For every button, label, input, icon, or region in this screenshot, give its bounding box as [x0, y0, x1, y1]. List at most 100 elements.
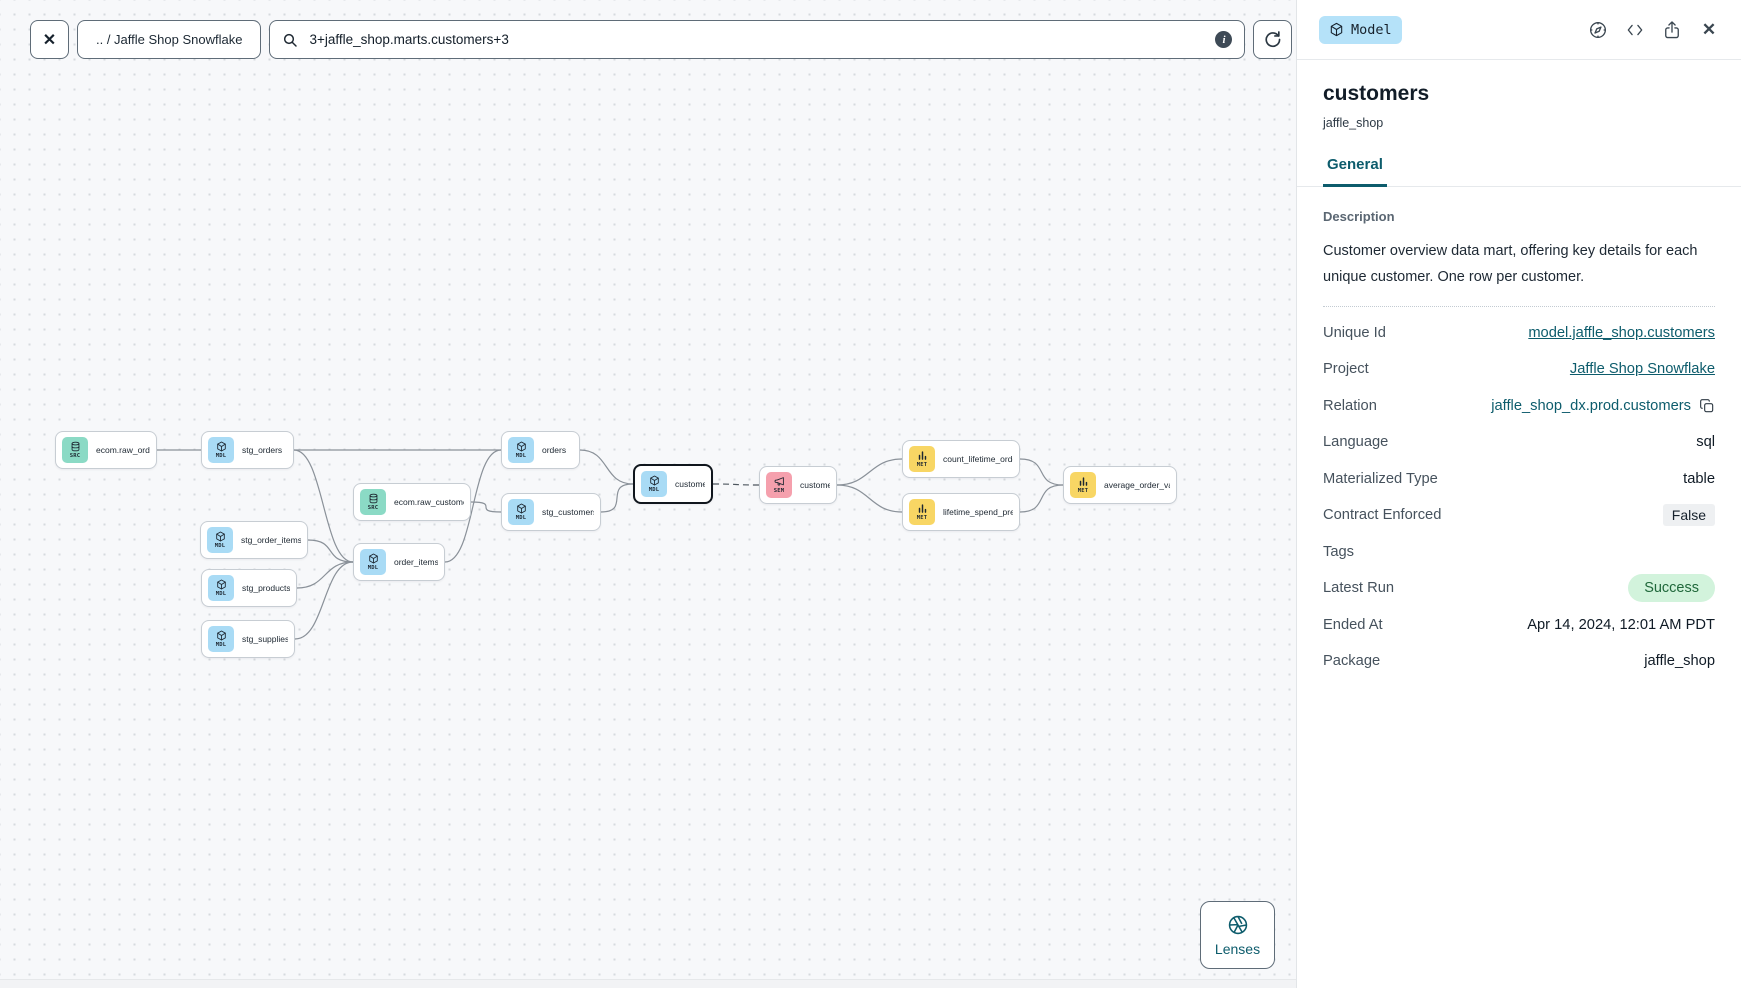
- lineage-node-customers[interactable]: MDL customers: [633, 464, 713, 504]
- field-value-contract-enforced: False: [1662, 504, 1715, 527]
- link-unique-id[interactable]: model.jaffle_shop.customers: [1528, 324, 1715, 341]
- cube-icon: MDL: [508, 499, 534, 525]
- lineage-node-stg_order_items[interactable]: MDL stg_order_items: [200, 521, 308, 559]
- node-label: stg_order_items: [241, 535, 301, 545]
- canvas-horizontal-scrollbar[interactable]: [0, 979, 1296, 988]
- value-ended-at: Apr 14, 2024, 12:01 AM PDT: [1527, 616, 1715, 633]
- field-row-tags: Tags: [1323, 534, 1715, 571]
- field-label-ended-at: Ended At: [1323, 616, 1383, 633]
- section-divider: [1323, 305, 1715, 307]
- value-package: jaffle_shop: [1644, 653, 1715, 670]
- lineage-node-ecom_raw_orders[interactable]: SRC ecom.raw_orders: [55, 431, 157, 469]
- breadcrumb[interactable]: .. / Jaffle Shop Snowflake: [77, 20, 262, 59]
- database-icon: SRC: [360, 489, 386, 515]
- field-row-project: Project Jaffle Shop Snowflake: [1323, 351, 1715, 388]
- field-row-contract-enforced: Contract Enforced False: [1323, 497, 1715, 534]
- lenses-button[interactable]: Lenses: [1200, 901, 1275, 969]
- lineage-node-stg_supplies[interactable]: MDL stg_supplies: [201, 620, 295, 658]
- node-label: order_items: [394, 557, 438, 567]
- explore-compass-icon[interactable]: [1588, 20, 1608, 40]
- node-label: lifetime_spend_pretax: [943, 507, 1013, 517]
- panel-tabs: General: [1297, 146, 1741, 187]
- cube-icon: MDL: [360, 549, 386, 575]
- field-label-tags: Tags: [1323, 543, 1355, 560]
- field-row-ended-at: Ended At Apr 14, 2024, 12:01 AM PDT: [1323, 607, 1715, 644]
- node-label: ecom.raw_customers: [394, 497, 464, 507]
- field-value-unique-id: model.jaffle_shop.customers: [1528, 325, 1715, 341]
- field-label-language: Language: [1323, 434, 1389, 451]
- node-package-subtitle: jaffle_shop: [1323, 116, 1384, 130]
- share-icon[interactable]: [1662, 20, 1682, 40]
- field-label-project: Project: [1323, 361, 1369, 378]
- cube-icon: MDL: [208, 575, 234, 601]
- node-title: customers: [1323, 82, 1430, 105]
- lineage-canvas[interactable]: SRCecom.raw_ordersMDLstg_ordersSRCecom.r…: [0, 0, 1296, 988]
- status-badge-contract-enforced: False: [1662, 504, 1715, 527]
- link-project[interactable]: Jaffle Shop Snowflake: [1569, 361, 1715, 378]
- megaphone-icon: SEM: [766, 472, 792, 498]
- copy-icon[interactable]: [1699, 398, 1715, 414]
- field-row-unique-id: Unique Id model.jaffle_shop.customers: [1323, 315, 1715, 352]
- lineage-node-stg_customers[interactable]: MDL stg_customers: [501, 493, 601, 531]
- field-value-package: jaffle_shop: [1644, 653, 1715, 669]
- cube-icon: MDL: [641, 471, 667, 497]
- field-label-latest-run: Latest Run: [1323, 580, 1395, 597]
- field-value-materialized-type: table: [1683, 471, 1715, 487]
- bar-chart-icon: MET: [909, 499, 935, 525]
- close-panel-icon[interactable]: ✕: [1701, 19, 1717, 39]
- node-label: count_lifetime_orders: [943, 454, 1013, 464]
- field-value-ended-at: Apr 14, 2024, 12:01 AM PDT: [1527, 617, 1715, 633]
- description-text: Customer overview data mart, offering ke…: [1323, 243, 1698, 285]
- lenses-label: Lenses: [1214, 940, 1261, 957]
- resource-type-label: Model: [1351, 21, 1392, 38]
- lineage-node-ecom_raw_customers[interactable]: SRC ecom.raw_customers: [353, 483, 471, 521]
- value-materialized-type: table: [1683, 470, 1715, 487]
- value-language: sql: [1696, 434, 1715, 451]
- panel-header-actions: ✕: [1588, 20, 1719, 40]
- panel-title-block: customers jaffle_shop: [1297, 60, 1741, 130]
- field-label-unique-id: Unique Id: [1323, 324, 1386, 341]
- node-label: stg_supplies: [242, 634, 288, 644]
- code-icon[interactable]: [1625, 20, 1645, 40]
- database-icon: SRC: [62, 437, 88, 463]
- field-row-latest-run: Latest Run Success: [1323, 570, 1715, 607]
- field-value-relation: jaffle_shop_dx.prod.customers: [1491, 398, 1715, 414]
- node-label: stg_customers: [542, 507, 594, 517]
- field-label-package: Package: [1323, 653, 1381, 670]
- tab-general[interactable]: General: [1323, 146, 1387, 187]
- description-heading: Description: [1323, 209, 1395, 224]
- lineage-toolbar: ✕ .. / Jaffle Shop Snowflake i: [30, 20, 1293, 59]
- cube-icon: MDL: [208, 626, 234, 652]
- resource-type-badge: Model: [1319, 15, 1402, 44]
- node-label: ecom.raw_orders: [96, 445, 150, 455]
- field-value-latest-run: Success: [1628, 574, 1715, 603]
- info-icon[interactable]: i: [1215, 31, 1233, 48]
- field-row-package: Package jaffle_shop: [1323, 643, 1715, 680]
- field-label-materialized-type: Materialized Type: [1323, 470, 1438, 487]
- node-label: customers: [800, 480, 830, 490]
- lineage-node-order_items[interactable]: MDL order_items: [353, 543, 445, 581]
- cube-icon: MDL: [207, 527, 233, 553]
- node-label: orders: [542, 445, 567, 455]
- value-relation: jaffle_shop_dx.prod.customers: [1491, 397, 1691, 414]
- node-label: customers: [675, 479, 705, 489]
- field-row-language: Language sql: [1323, 424, 1715, 461]
- lineage-node-lifetime_spend_pretax[interactable]: MET lifetime_spend_pretax: [902, 493, 1020, 531]
- refresh-button[interactable]: [1253, 20, 1293, 59]
- lenses-aperture-icon: [1227, 914, 1249, 936]
- node-label: stg_orders: [242, 445, 283, 455]
- close-lineage-button[interactable]: ✕: [30, 20, 69, 59]
- node-details-panel: Model: [1296, 0, 1741, 988]
- field-label-contract-enforced: Contract Enforced: [1323, 507, 1442, 524]
- search-input[interactable]: [307, 31, 1216, 48]
- cube-icon: [1329, 22, 1344, 37]
- lineage-node-customers_sem[interactable]: SEM customers: [759, 466, 837, 504]
